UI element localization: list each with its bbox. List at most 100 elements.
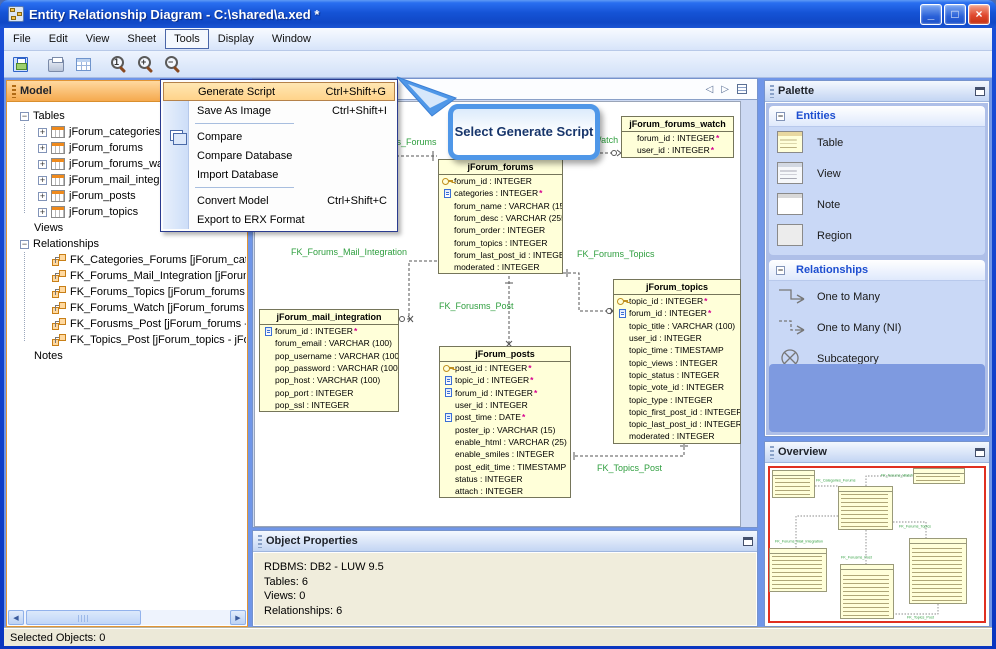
entity-column-row: pop_port : INTEGER* [275, 387, 354, 398]
float-panel-icon[interactable] [975, 447, 985, 457]
next-sheet-icon[interactable]: ▷ [721, 83, 729, 95]
scroll-right-icon[interactable]: ▶ [230, 610, 246, 625]
view-thumb-icon [777, 161, 803, 184]
close[interactable]: × [968, 3, 990, 25]
collapse-icon[interactable] [776, 265, 785, 275]
tools-menu-item[interactable]: Compare Database [197, 149, 293, 162]
palette-item[interactable]: Table [769, 127, 985, 158]
menu-bar-item[interactable]: Edit [48, 33, 68, 45]
tools-menu-item[interactable]: Convert Model Ctrl+Shift+C [197, 194, 387, 207]
foreign-key-icon [619, 308, 626, 318]
tools-menu-item[interactable]: Export to ERX Format [197, 213, 305, 226]
relationship-label[interactable]: FK_Topics_Post [597, 463, 663, 473]
toolbar-button[interactable]: 1 [107, 53, 131, 75]
palette-item[interactable]: Subcategory [769, 343, 985, 374]
menu-bar-item[interactable]: Window [271, 33, 311, 45]
tree-node-relationship[interactable]: FK_Forums_Topics [jForum_forums - jForum… [8, 284, 246, 300]
tree-node-table[interactable]: jForum_mail_integration [8, 172, 246, 188]
palette-section-header[interactable]: Relationships [769, 260, 985, 281]
relationship-label[interactable]: FK_Forusms_Post [439, 301, 514, 311]
collapse-icon[interactable] [776, 111, 785, 121]
table-icon [51, 158, 65, 170]
overview-viewport-rect[interactable] [768, 466, 986, 623]
entity-table[interactable]: jForum_topics topic_id : INTEGER* [613, 279, 741, 444]
entity-table[interactable]: jForum_mail_integration forum_id : INTEG… [259, 309, 399, 413]
toolbar-button[interactable] [44, 53, 68, 75]
expand-icon[interactable] [38, 191, 47, 201]
palette-item[interactable]: Region [769, 220, 985, 251]
scroll-left-icon[interactable]: ◀ [8, 610, 24, 625]
tree-node-table[interactable]: jForum_forums [8, 140, 246, 156]
toolbar-button[interactable]: + [134, 53, 158, 75]
minimize[interactable]: _ [920, 3, 942, 25]
entity-table[interactable]: jForum_forums_watch forum_id : INTEGER* [621, 116, 734, 158]
tree-node-relationship[interactable]: FK_Topics_Post [jForum_topics - jForum_p… [8, 332, 246, 348]
expand-icon[interactable] [38, 127, 47, 137]
expand-icon[interactable] [38, 159, 47, 169]
tree-node-relationship[interactable]: FK_Forums_Mail_Integration [jForum_forum… [8, 268, 246, 284]
relationship-label[interactable]: FK_Forums_Mail_Integration [291, 247, 408, 257]
tools-menu-item[interactable]: Import Database [197, 168, 279, 181]
toolbar-button[interactable] [8, 53, 32, 75]
tree-node-tables[interactable]: Tables [8, 108, 246, 124]
tree-node-table[interactable]: jForum_topics [8, 204, 246, 220]
tree-node-table[interactable]: jForum_forums_watch [8, 156, 246, 172]
menu-bar-item[interactable]: Sheet [127, 33, 157, 45]
menu-bar-item[interactable]: View [85, 33, 110, 45]
tools-menu-item[interactable]: Save As Image Ctrl+Shift+I [197, 104, 387, 117]
required-star: * [530, 375, 534, 386]
expand-icon[interactable] [38, 143, 47, 153]
required-star: * [710, 145, 715, 156]
scrollbar-thumb[interactable] [26, 610, 141, 625]
tools-menu-item[interactable] [163, 184, 395, 191]
tools-menu-item[interactable] [163, 120, 395, 127]
relationship-label[interactable]: FK_Forums_Topics [577, 249, 655, 259]
table-icon [51, 206, 65, 218]
required-star: * [707, 308, 712, 319]
float-panel-icon[interactable] [743, 536, 753, 546]
status-text: Selected Objects: 0 [10, 631, 106, 644]
maximize[interactable]: □ [944, 3, 966, 25]
prev-sheet-icon[interactable]: ◁ [705, 83, 714, 95]
float-panel-icon[interactable] [975, 86, 985, 96]
toolbar-button[interactable]: − [161, 53, 185, 75]
collapse-icon[interactable] [20, 111, 29, 121]
palette-item[interactable]: One to Many (NI) [769, 312, 985, 343]
expand-icon[interactable] [38, 175, 47, 185]
palette-item[interactable]: One to Many [769, 281, 985, 312]
sheet-list-icon[interactable] [737, 84, 747, 94]
overview-mini-table: jForum_categories [772, 470, 815, 498]
tree-node-relationship[interactable]: FK_Forums_Watch [jForum_forums - jForum_… [8, 300, 246, 316]
overview-relationship-label: FK_Categories_Forums [816, 479, 856, 483]
palette-section-header[interactable]: Entities [769, 106, 985, 127]
menu-bar-item[interactable]: Tools [165, 29, 209, 49]
toolbar-button[interactable] [71, 53, 95, 75]
tree-node-relationship[interactable]: FK_Forusms_Post [jForum_forums - jForum_… [8, 316, 246, 332]
object-properties-header[interactable]: Object Properties [253, 531, 757, 552]
relationship-icon [52, 254, 66, 266]
entity-column-row: topic_last_post_id : INTEGER* [629, 419, 740, 430]
palette-header[interactable]: Palette [765, 81, 989, 102]
title-bar[interactable]: Entity Relationship Diagram - C:\shared\… [0, 0, 996, 28]
tree-node-relationships[interactable]: Relationships [8, 236, 246, 252]
horizontal-scrollbar[interactable]: ◀ ▶ [8, 610, 246, 625]
palette-item[interactable]: View [769, 158, 985, 189]
expand-icon[interactable] [38, 207, 47, 217]
tree-node-table[interactable]: jForum_categories [8, 124, 246, 140]
tree-node-notes[interactable]: Notes [34, 350, 63, 362]
tree-node-views[interactable]: Views [34, 222, 64, 234]
menu-bar-item[interactable]: File [13, 33, 31, 45]
overview-relationship-label: FK_Forums_Topics [899, 525, 932, 529]
menu-bar-item[interactable]: Display [217, 33, 254, 45]
overview-relationship-label: FK_Forums_Mail_Integration [775, 540, 823, 544]
entity-table[interactable]: jForum_posts post_id : INTEGER* [439, 346, 571, 499]
tools-menu-item[interactable]: Generate Script Ctrl+Shift+G [163, 82, 395, 101]
entity-column-row: topic_id : INTEGER* [440, 374, 570, 386]
tree-node-relationship[interactable]: FK_Categories_Forums [jForum_categories … [8, 252, 246, 268]
palette-item[interactable]: Note [769, 189, 985, 220]
tree-node-table[interactable]: jForum_posts [8, 188, 246, 204]
collapse-icon[interactable] [20, 239, 29, 249]
overview-header[interactable]: Overview [765, 442, 989, 463]
entity-table[interactable]: jForum_forums forum_id : INTEGER* [438, 159, 563, 275]
tools-menu-item[interactable]: Compare [163, 127, 395, 146]
